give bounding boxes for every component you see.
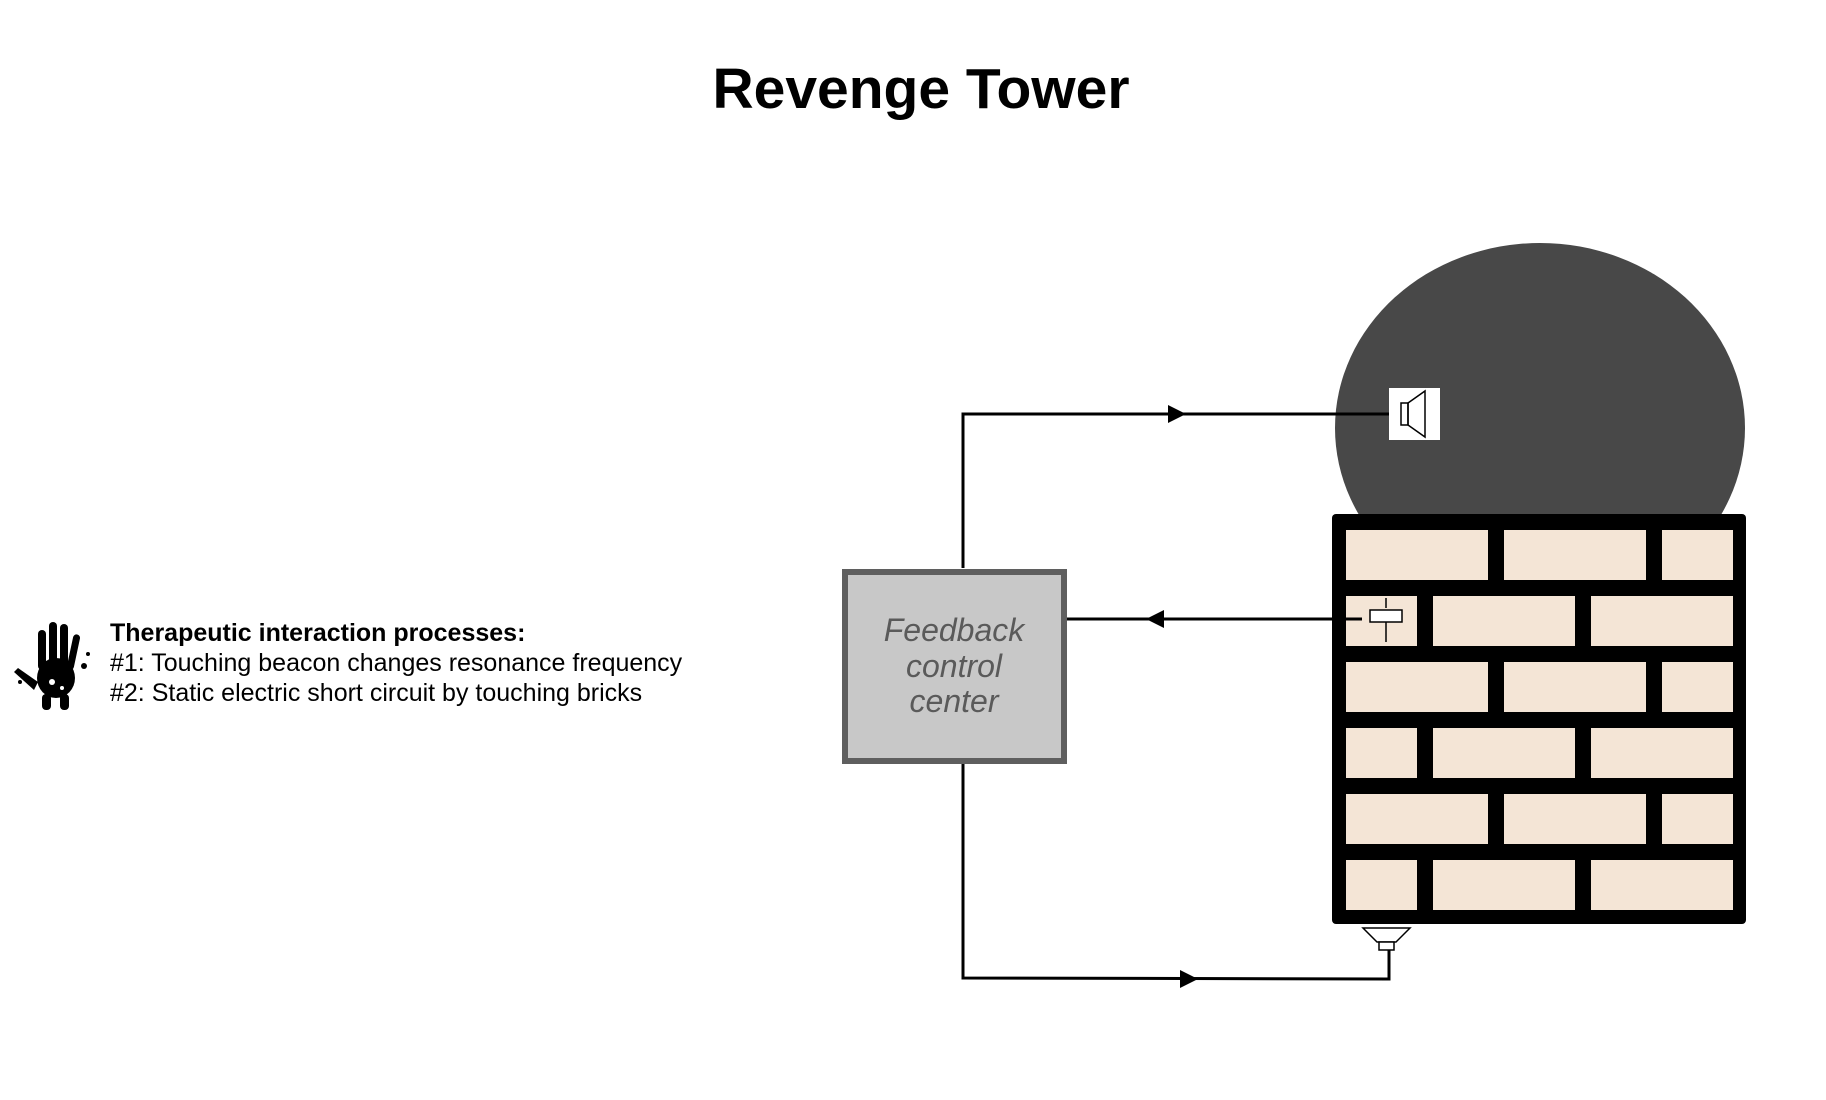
brick [1662,662,1733,712]
legend: Therapeutic interaction processes: #1: T… [110,618,682,708]
control-center-line-1: Feedback [884,612,1027,648]
control-center-line-2: control [906,648,1003,684]
arrow-to-beacon [1168,405,1186,423]
microphone-icon [1361,927,1412,951]
brick [1346,728,1417,778]
wire-from-base-sensor [961,762,1391,981]
wiring [961,412,1397,981]
brick [1433,596,1575,646]
piezo-sensor-icon [1362,596,1408,644]
brick [1662,530,1733,580]
brick [1504,662,1646,712]
control-center-line-3: center [910,683,1000,719]
bricks [1346,530,1733,910]
wire-to-beacon [961,412,1397,568]
brick [1591,728,1733,778]
brick [1591,860,1733,910]
brick [1433,728,1575,778]
handprint-icon [14,622,90,710]
arrow-from-wall-sensor [1146,610,1164,628]
brick [1346,530,1488,580]
legend-heading: Therapeutic interaction processes: [110,619,526,647]
brick [1504,530,1646,580]
speaker-icon [1389,388,1440,440]
brick [1504,794,1646,844]
brick [1433,860,1575,910]
control-center-box [842,569,1067,764]
brick [1346,860,1417,910]
brick [1346,662,1488,712]
legend-item-2: #2: Static electric short circuit by tou… [110,679,643,707]
brick [1346,794,1488,844]
brick [1591,596,1733,646]
diagram-title: Revenge Tower [712,57,1130,121]
legend-item-1: #1: Touching beacon changes resonance fr… [110,649,683,677]
control-center: Feedback control center [842,569,1067,764]
brick-wall [1332,514,1746,924]
arrow-from-base-sensor [1180,970,1198,988]
brick [1662,794,1733,844]
